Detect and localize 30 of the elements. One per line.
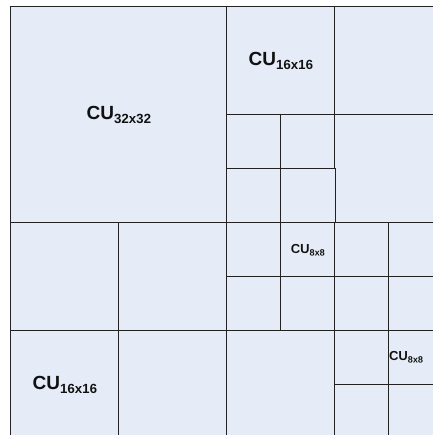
coding-unit-block — [388, 276, 433, 332]
coding-unit-block — [280, 222, 336, 278]
block-label: CU$_{16x16}$ — [32, 373, 97, 396]
coding-unit-block — [280, 114, 336, 170]
coding-unit-block — [280, 168, 336, 224]
coding-unit-block — [388, 222, 433, 278]
coding-unit-block — [334, 276, 390, 332]
coding-unit-block — [226, 114, 282, 170]
coding-unit-block — [226, 168, 282, 224]
coding-unit-block — [226, 330, 336, 435]
coding-unit-block — [118, 222, 228, 332]
coding-unit-block — [334, 222, 390, 278]
coding-unit-block — [226, 6, 336, 116]
coding-unit-block — [388, 330, 433, 386]
coding-unit-block — [10, 330, 120, 435]
coding-unit-block — [280, 276, 336, 332]
coding-unit-block — [226, 222, 282, 278]
coding-unit-block — [118, 330, 228, 435]
block-label: CU$_{8x8}$ — [389, 348, 423, 365]
coding-unit-block — [334, 330, 390, 386]
block-label: CU$_{32x32}$ — [86, 103, 151, 126]
coding-unit-block — [334, 6, 433, 116]
coding-unit-block — [10, 6, 228, 224]
coding-unit-block — [334, 384, 390, 435]
block-label: CU$_{8x8}$ — [290, 241, 325, 258]
coding-unit-block — [388, 384, 433, 435]
coding-unit-block — [334, 114, 433, 224]
block-label: CU$_{16x16}$ — [248, 49, 313, 72]
coding-unit-block — [226, 276, 282, 332]
coding-unit-block — [10, 222, 120, 332]
